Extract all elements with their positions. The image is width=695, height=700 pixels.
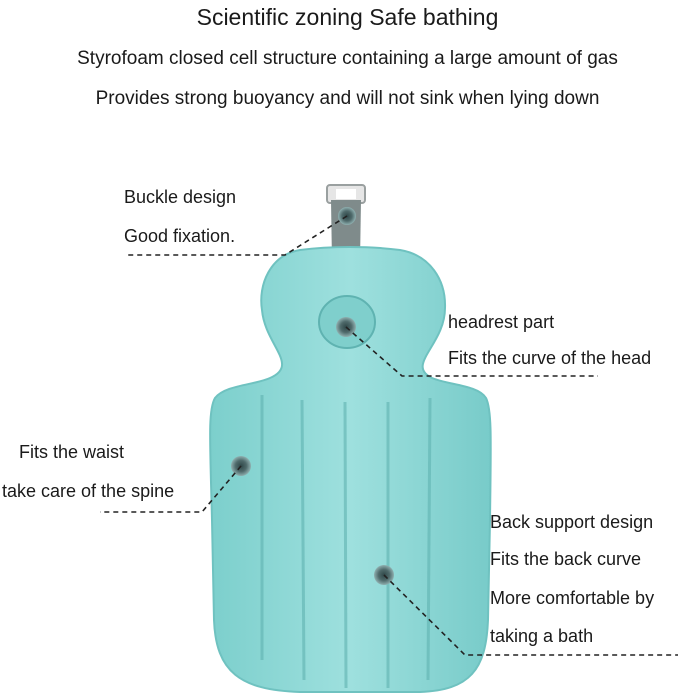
headrest-label-2: Fits the curve of the head xyxy=(448,348,652,368)
page-title: Scientific zoning Safe bathing xyxy=(196,4,499,30)
buckle-label-1: Buckle design xyxy=(124,187,237,207)
back-label-2: Fits the back curve xyxy=(490,549,642,569)
back-label-4: taking a bath xyxy=(490,626,594,646)
leader-lines xyxy=(100,215,678,656)
subtitle-line-1: Styrofoam closed cell structure containi… xyxy=(77,48,618,69)
back-label-1: Back support design xyxy=(490,512,654,532)
waist-label-1: Fits the waist xyxy=(19,442,125,462)
back-label-3: More comfortable by xyxy=(490,588,655,608)
waist-label-2: take care of the spine xyxy=(2,481,175,501)
subtitle-line-2: Provides strong buoyancy and will not si… xyxy=(95,88,600,109)
headrest-label-1: headrest part xyxy=(448,312,555,332)
buckle-label-2: Good fixation. xyxy=(124,226,236,246)
